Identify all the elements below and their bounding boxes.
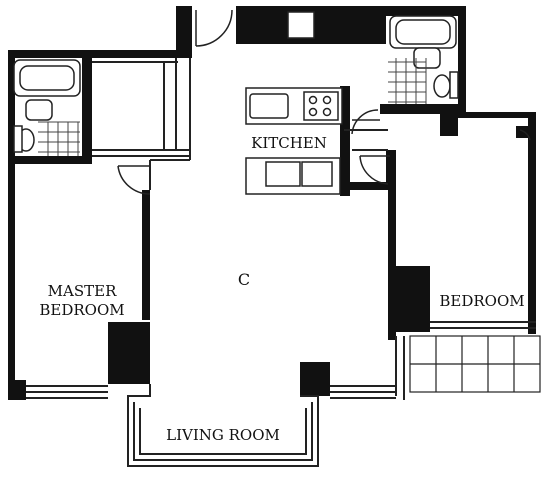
sink-icon: [413, 47, 441, 69]
kitchen-sink-icon: [249, 93, 289, 119]
wall-master-top: [10, 156, 92, 164]
wall-bedroom-left: [388, 190, 396, 340]
kitchen-fixtures: [245, 11, 343, 195]
label-master-bedroom-line2: BEDROOM: [39, 301, 124, 319]
wall-right-bath-side: [458, 6, 466, 112]
wall-corridor-right: [386, 150, 396, 190]
balcony-tiles: [409, 335, 541, 393]
bath-floor-tiles: [388, 58, 427, 104]
label-master-bedroom-line1: MASTER: [48, 282, 117, 300]
master-bath-fixtures: [13, 59, 81, 156]
sink-icon: [25, 99, 53, 121]
second-bath-fixtures: [388, 15, 459, 104]
wall-top-right: [386, 6, 466, 16]
unit-letter: C: [238, 270, 250, 289]
wall-living-pillar: [300, 362, 330, 396]
refrigerator-icon: [287, 11, 315, 39]
wall-right-bath-bottom: [380, 104, 466, 114]
wall-master-bottom: [10, 380, 26, 400]
stove-icon: [303, 91, 339, 121]
label-bedroom: BEDROOM: [439, 292, 524, 310]
label-living-room: LIVING ROOM: [166, 426, 280, 444]
wall-right-top: [458, 112, 536, 118]
label-kitchen: KITCHEN: [251, 134, 327, 152]
wall-bath-divider: [82, 58, 92, 160]
wall-corner-small: [516, 126, 530, 138]
wall-bedroom-pillar: [396, 266, 430, 332]
toilet-icon: [433, 74, 451, 98]
wall-left-outer: [8, 50, 15, 400]
bath-floor-tiles: [38, 121, 80, 156]
wall-corridor-bottom: [344, 182, 396, 190]
wall-top-left-post: [176, 6, 192, 58]
wall-right-post: [440, 104, 458, 136]
wall-master-right: [142, 190, 150, 320]
wall-kitchen-back: [340, 86, 350, 196]
wall-top-left: [10, 50, 192, 58]
partition-lines: [26, 58, 536, 467]
doors: [117, 9, 531, 195]
wall-right-outer: [528, 112, 536, 334]
wall-master-pillar: [108, 322, 150, 384]
walls: [8, 6, 536, 400]
